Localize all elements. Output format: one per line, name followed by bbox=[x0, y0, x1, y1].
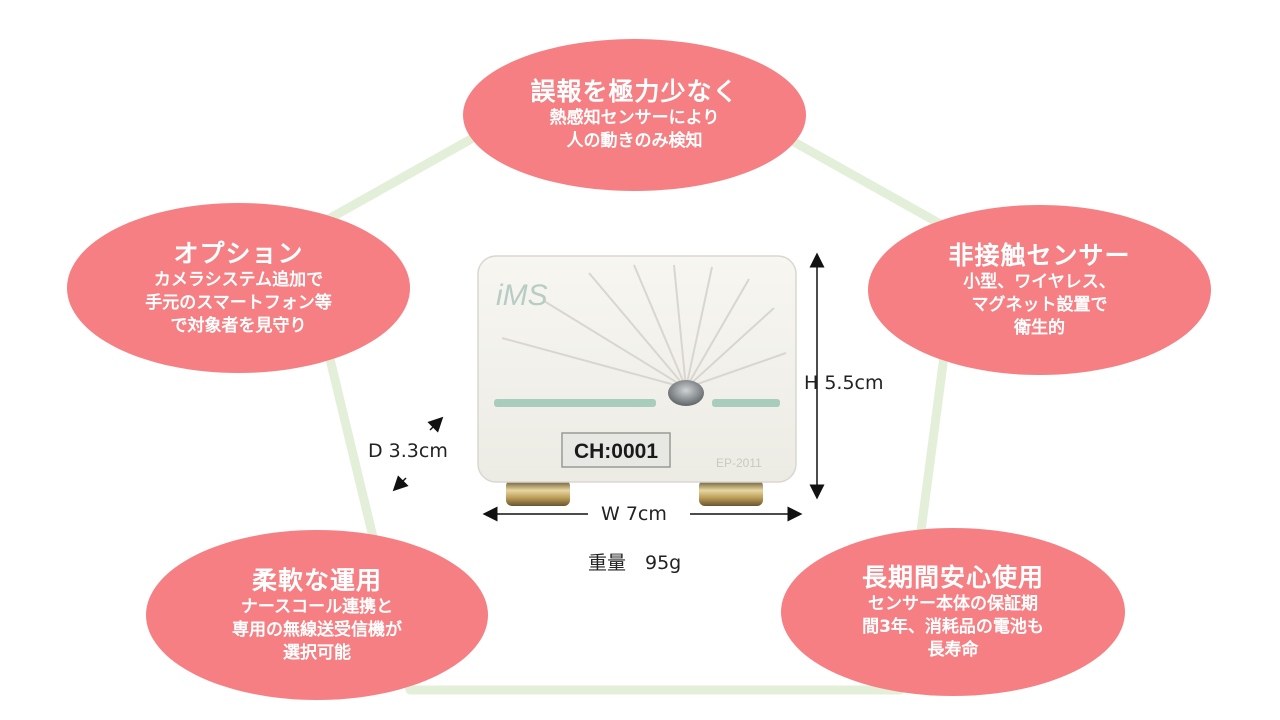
feature-line: 選択可能 bbox=[283, 642, 351, 663]
channel-label: CH:0001 bbox=[574, 440, 658, 463]
accent-strip-right bbox=[712, 399, 780, 407]
feature-line: ナースコール連携と bbox=[240, 596, 394, 617]
feature-bubble-bottom-right: 長期間安心使用 センサー本体の保証期 間3年、消耗品の電池も 長寿命 bbox=[781, 528, 1125, 696]
device-logo: iMS bbox=[496, 279, 548, 312]
feature-bubble-bottom-left: 柔軟な運用 ナースコール連携と 専用の無線送受信機が 選択可能 bbox=[146, 530, 488, 700]
feature-line: 専用の無線送受信機が bbox=[232, 619, 402, 640]
feature-title: 柔軟な運用 bbox=[251, 565, 382, 595]
device-foot-right bbox=[699, 480, 763, 506]
feature-title: 非接触センサー bbox=[948, 240, 1131, 270]
feature-line: 小型、ワイヤレス、 bbox=[963, 271, 1116, 292]
feature-line: 間3年、消耗品の電池も bbox=[862, 616, 1044, 637]
feature-line: 長寿命 bbox=[927, 639, 979, 660]
channel-label-box bbox=[561, 432, 671, 468]
accent-strip-left bbox=[494, 399, 656, 407]
feature-title: オプション bbox=[173, 238, 304, 268]
feature-bubble-right: 非接触センサー 小型、ワイヤレス、 マグネット設置で 衛生的 bbox=[868, 205, 1211, 375]
feature-line: 人の動きのみ検知 bbox=[566, 131, 703, 151]
feature-line: 衛生的 bbox=[1014, 317, 1065, 338]
weight-label: 重量 95g bbox=[588, 552, 682, 574]
feature-bubble-left: オプション カメラシステム追加で 手元のスマートフォン等 で対象者を見守り bbox=[67, 203, 410, 373]
feature-line: 熱感知センサーにより bbox=[549, 108, 720, 128]
feature-line: センサー本体の保証期 bbox=[868, 593, 1038, 614]
sensor-lens bbox=[668, 380, 704, 406]
device-body bbox=[477, 255, 797, 483]
width-label: W 7cm bbox=[601, 503, 667, 525]
depth-arrow-top bbox=[427, 416, 444, 433]
device-model: EP-2011 bbox=[716, 456, 762, 470]
sensor-device: iMS CH:0001 EP-2011 bbox=[477, 255, 797, 506]
feature-line: カメラシステム追加で bbox=[153, 269, 324, 290]
feature-bubble-top: 誤報を極力少なく 熱感知センサーにより 人の動きのみ検知 bbox=[463, 39, 806, 191]
height-label: H 5.5cm bbox=[804, 372, 884, 394]
feature-title: 誤報を極力少なく bbox=[530, 77, 739, 106]
feature-line: マグネット設置で bbox=[971, 294, 1108, 315]
depth-label: D 3.3cm bbox=[368, 440, 448, 462]
feature-line: で対象者を見守り bbox=[170, 315, 307, 336]
depth-arrow-bottom bbox=[392, 475, 409, 492]
device-foot-left bbox=[506, 480, 570, 506]
feature-line: 手元のスマートフォン等 bbox=[145, 292, 332, 313]
sensor-rays bbox=[501, 264, 787, 389]
feature-title: 長期間安心使用 bbox=[861, 562, 1044, 592]
